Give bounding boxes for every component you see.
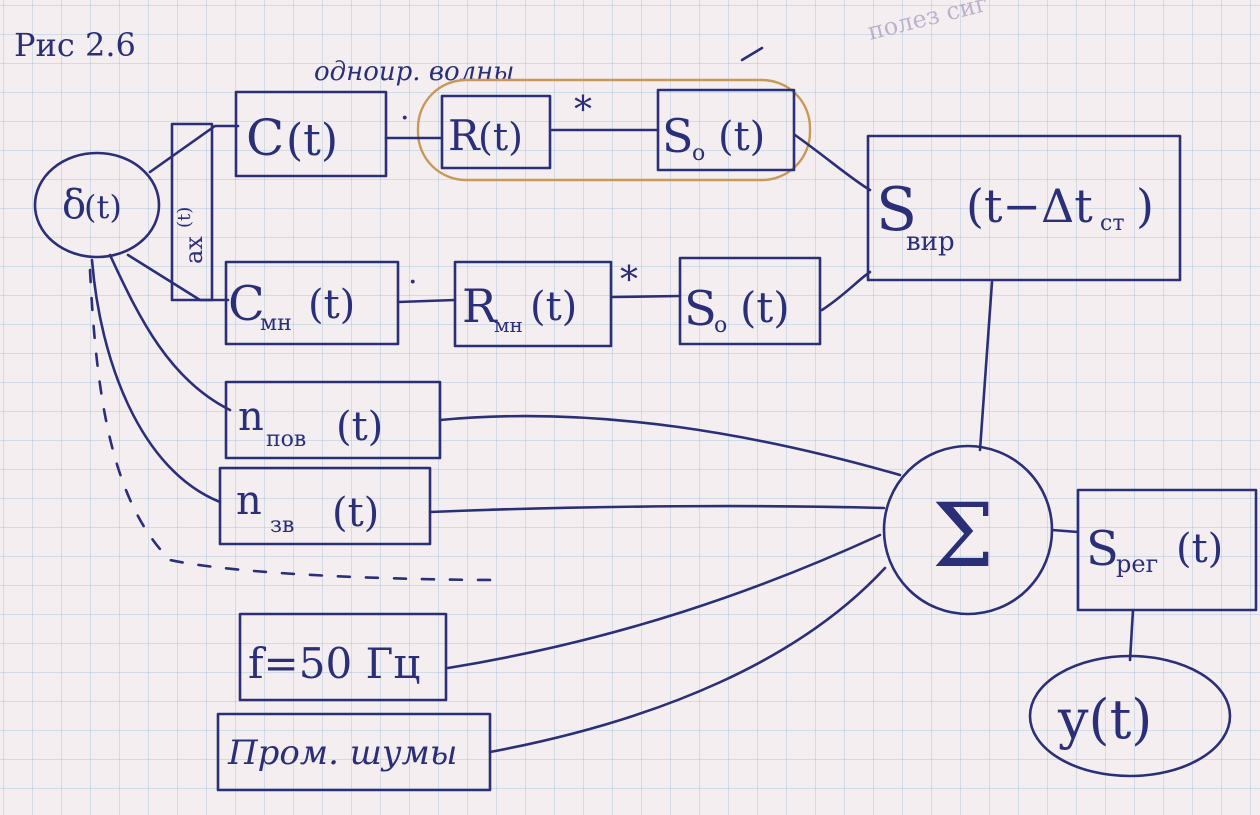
connections [88,124,1135,754]
svg-text:S: S [876,175,917,245]
svg-text:o: o [714,313,727,338]
svg-text:n: n [238,394,264,440]
svg-text:(t): (t) [286,115,338,166]
svg-text:R: R [462,279,498,333]
svg-text:(t−Δt: (t−Δt [966,179,1093,233]
svg-text:S: S [684,281,717,337]
svg-text:Σ: Σ [932,484,994,587]
dot-operator-top: · [400,101,410,136]
svg-text:(t): (t) [308,282,355,328]
npov-block: n пов (t) [224,380,442,460]
prom-block: Пром. шумы [216,712,492,792]
highlight-loop [416,78,812,182]
conv-operator-bottom: * [620,260,638,301]
svg-text:S: S [662,109,694,163]
svg-text:рег: рег [1116,550,1158,578]
svg-text:S: S [1086,521,1119,577]
svg-text:f=50 Гц: f=50 Гц [248,639,420,688]
svg-text:(t): (t) [718,114,765,160]
svg-text:n: n [236,478,262,524]
top-annotation: одноир. волны [314,57,514,87]
r-block: R (t) [440,94,552,170]
nzv-block: n зв (t) [218,466,432,546]
delta-node: δ (t) [33,151,161,259]
input-bracket: ах (t) [170,122,214,302]
rmn-block: R мн (t) [453,260,613,348]
svir-block: S вир (t−Δt ст ) [866,134,1182,282]
y-output-node: y(t) [1028,654,1232,778]
svg-text:ст: ст [1100,211,1125,236]
svg-text:пов: пов [266,427,306,452]
c-block: C (t) [234,90,388,178]
f50-block: f=50 Гц [238,612,448,702]
sum-node: Σ [882,444,1054,616]
sreg-block: S рег (t) [1076,488,1258,612]
svg-text:y(t): y(t) [1057,688,1152,751]
svg-text:(t): (t) [1176,526,1223,572]
svg-text:зв: зв [270,513,294,538]
svg-text:(t): (t) [84,188,122,226]
s0-top-block: S o (t) [656,88,796,172]
svg-text:мн: мн [260,311,292,336]
cmn-block: C мн (t) [224,260,400,346]
svg-text:(t): (t) [174,207,195,228]
svg-text:ах: ах [180,236,208,264]
svg-text:R: R [448,111,481,160]
svg-text:o: o [692,141,705,166]
s0-bottom-block: S o (t) [678,256,822,346]
svg-text:(t): (t) [530,284,577,330]
svg-text:C: C [246,109,284,167]
svg-text:Пром. шумы: Пром. шумы [227,733,458,773]
svg-text:(t): (t) [478,115,523,159]
figure-label: Рис 2.6 [14,26,136,64]
corner-annotation: полез сиг [865,0,991,46]
svg-text:C: C [228,276,265,332]
svg-text:(t): (t) [740,283,790,332]
conv-operator-top: * [574,90,592,131]
svg-text:мн: мн [494,313,523,337]
svg-text:δ: δ [62,182,86,228]
svg-text:(t): (t) [336,404,383,450]
svg-text:): ) [1136,179,1154,233]
svg-text:вир: вир [906,227,955,257]
svg-text:(t): (t) [332,490,379,536]
dot-operator-bottom: · [408,265,418,300]
corner-annotation-tick [740,46,764,62]
